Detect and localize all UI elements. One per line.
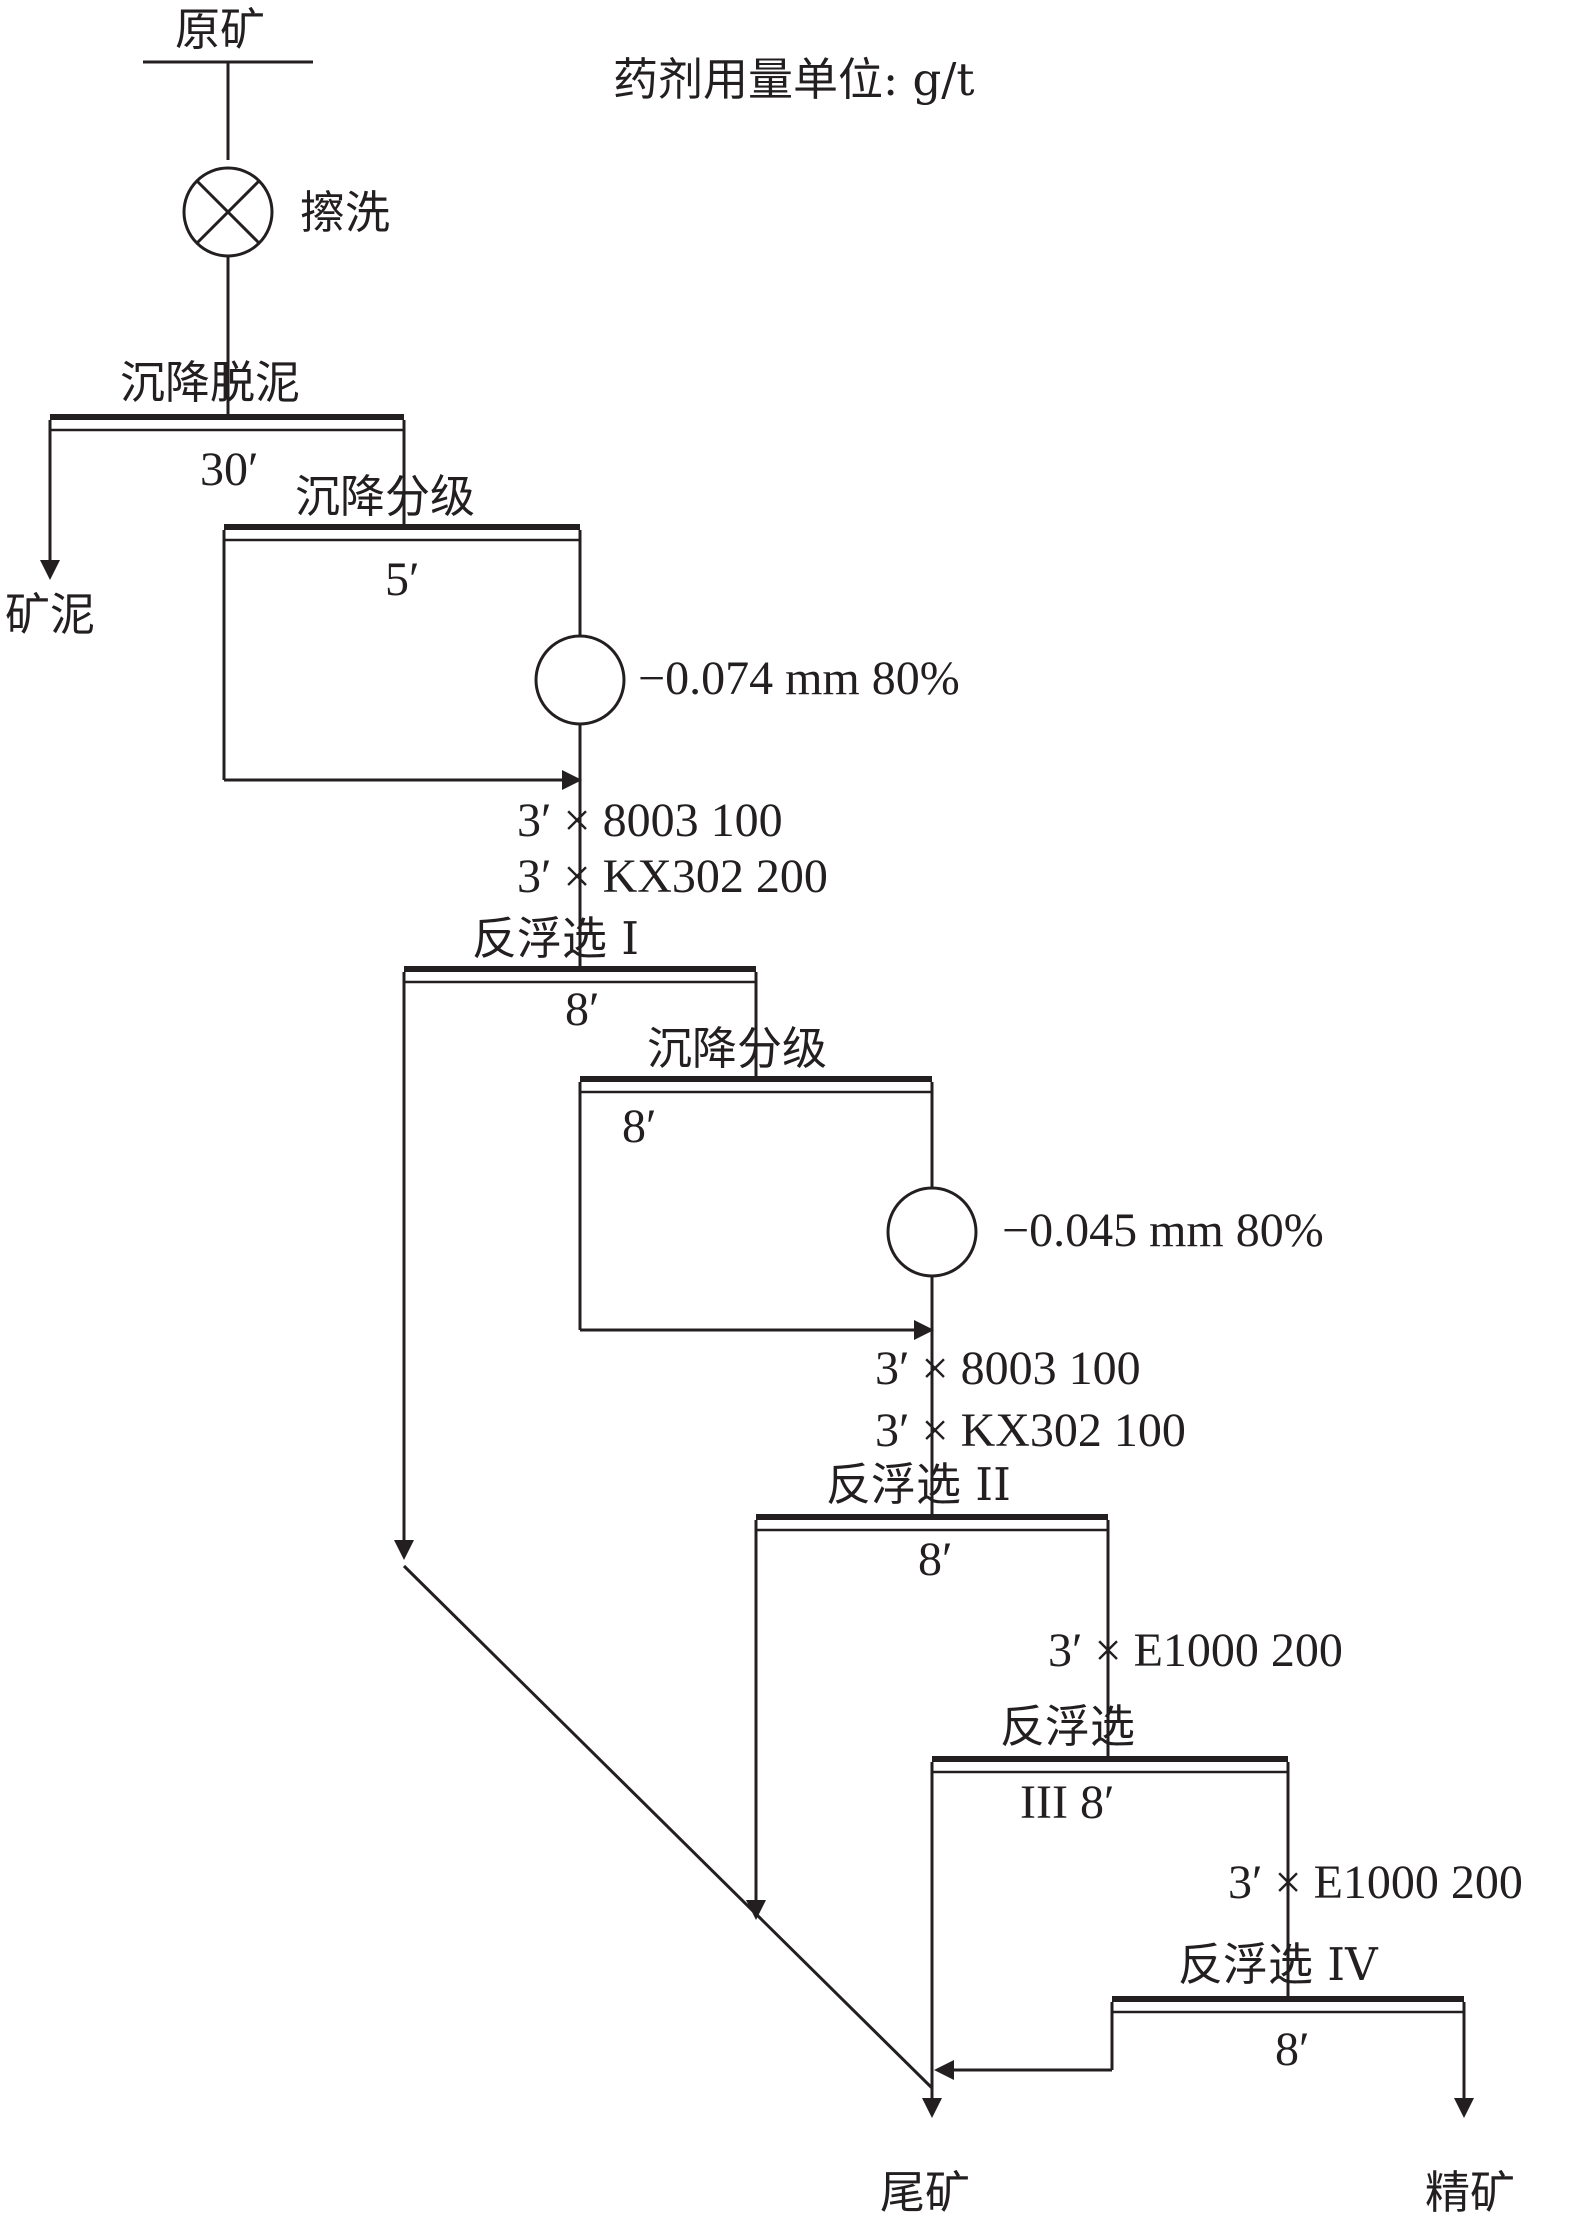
classify2-label: 沉降分级 — [647, 1022, 827, 1075]
flot3-time: III 8′ — [1020, 1776, 1114, 1829]
dosage-unit-note: 药剂用量单位: g/t — [613, 53, 975, 106]
grind1-spec: −0.074 mm 80% — [638, 652, 960, 705]
flot2-time: 8′ — [918, 1533, 953, 1586]
desliming-label: 沉降脱泥 — [120, 356, 300, 409]
classify1-unit — [224, 524, 580, 542]
classify2-time: 8′ — [622, 1100, 657, 1153]
flot4-time: 8′ — [1275, 2023, 1310, 2076]
reagent3: 3′ × E1000 200 — [1048, 1624, 1343, 1677]
flot1-froth-arrow — [394, 1540, 414, 1560]
tailings-arrow — [922, 2098, 942, 2118]
flot2-label: 反浮选 II — [826, 1458, 1011, 1511]
classify2-return-arrow — [914, 1320, 934, 1340]
slime-arrow — [40, 560, 60, 580]
mill2-icon — [886, 1186, 978, 1278]
flot1-tailings-diagonal — [402, 1564, 934, 2090]
concentrate-label: 精矿 — [1425, 2166, 1515, 2219]
reagent1b: 3′ × KX302 200 — [517, 850, 828, 903]
flot3-label: 反浮选 — [1000, 1700, 1135, 1753]
classify1-label: 沉降分级 — [295, 470, 475, 523]
concentrate-arrow — [1454, 2098, 1474, 2118]
reagent2b: 3′ × KX302 100 — [875, 1404, 1186, 1457]
flot1-time: 8′ — [565, 983, 600, 1036]
reagent1a: 3′ × 8003 100 — [517, 794, 783, 847]
scrub-label: 擦洗 — [300, 186, 390, 239]
mill1-icon — [534, 634, 626, 726]
flot4-label: 反浮选 IV — [1178, 1938, 1379, 1991]
scrubber-icon — [182, 166, 274, 258]
flot2-froth-arrow — [746, 1900, 766, 1920]
grind2-spec: −0.045 mm 80% — [1002, 1204, 1324, 1257]
slime-label: 矿泥 — [5, 588, 95, 641]
reagent2a: 3′ × 8003 100 — [875, 1342, 1141, 1395]
flot4-cell — [1112, 1996, 1464, 2014]
flot3-cell — [932, 1756, 1288, 1774]
flot1-label: 反浮选 I — [472, 912, 639, 965]
classify1-return-arrow — [562, 770, 582, 790]
desliming-unit — [50, 414, 404, 432]
feed-label: 原矿 — [175, 3, 265, 56]
reagent4: 3′ × E1000 200 — [1228, 1856, 1523, 1909]
flot4-froth-arrow — [934, 2060, 954, 2080]
classify2-unit — [580, 1076, 932, 1094]
flot2-cell — [756, 1514, 1108, 1532]
classify1-time: 5′ — [385, 553, 420, 606]
flot1-cell — [404, 966, 756, 984]
tailings-label: 尾矿 — [880, 2166, 970, 2219]
desliming-time: 30′ — [200, 443, 259, 496]
